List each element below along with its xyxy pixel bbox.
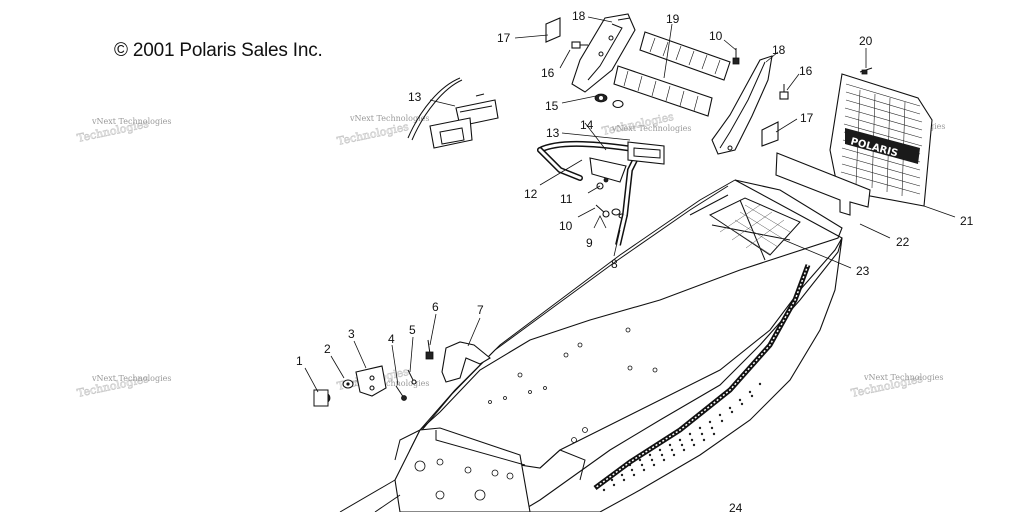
svg-text:vNext Technologies: vNext Technologies xyxy=(611,124,691,133)
watermark-3: Technologies vNext Technologies xyxy=(601,110,692,139)
svg-text:Technologies: Technologies xyxy=(336,120,410,148)
svg-text:vNext Technologies: vNext Technologies xyxy=(349,379,429,388)
screw-10-mid xyxy=(595,204,610,218)
callout-13-left: 13 xyxy=(408,90,422,104)
front-small-parts xyxy=(313,339,491,407)
callout-10-top: 10 xyxy=(709,29,723,43)
tunnel-chassis xyxy=(339,179,843,512)
bumper-rails xyxy=(613,31,731,117)
svg-text:vNext Technologies: vNext Technologies xyxy=(863,373,943,382)
nut-15 xyxy=(594,93,608,103)
side-perforations xyxy=(602,382,762,492)
svg-text:vNext Technologies: vNext Technologies xyxy=(349,114,429,123)
callout-8: 8 xyxy=(611,257,618,271)
callout-2: 2 xyxy=(324,342,331,356)
screw-4 xyxy=(395,385,407,401)
screw-5 xyxy=(407,369,417,385)
callout-16-right: 16 xyxy=(799,64,813,78)
screw-10-top xyxy=(732,48,740,65)
watermark-5: Technologies vNext Technologies xyxy=(76,372,172,401)
callout-7: 7 xyxy=(477,303,484,317)
bolt-16-right xyxy=(779,84,789,100)
callout-17-right: 17 xyxy=(800,111,814,125)
callout-18-left: 18 xyxy=(572,9,586,23)
grab-handle xyxy=(537,140,665,246)
callout-3: 3 xyxy=(348,327,355,341)
washer-15b xyxy=(612,99,624,109)
nut-11 xyxy=(596,177,609,190)
rear-bumper-right-end xyxy=(711,55,773,155)
callout-10-mid: 10 xyxy=(559,219,573,233)
svg-text:vNext Technologies: vNext Technologies xyxy=(91,117,171,126)
callout-13-mid: 13 xyxy=(546,126,560,140)
bracket-3 xyxy=(355,365,387,397)
callout-17-left: 17 xyxy=(497,31,511,45)
callout-18-right: 18 xyxy=(772,43,786,57)
callout-12: 12 xyxy=(524,187,538,201)
screw-6 xyxy=(425,339,434,360)
bolt-16-left xyxy=(571,41,588,49)
callout-24: 24 xyxy=(729,501,743,512)
flap-bracket xyxy=(775,152,871,216)
svg-text:vNext Technologies: vNext Technologies xyxy=(91,374,171,383)
rear-bumper-left-end xyxy=(571,13,636,93)
decal-17-right xyxy=(761,121,779,147)
watermark-1: Technologies vNext Technologies xyxy=(76,117,172,146)
callout-9: 9 xyxy=(586,236,593,250)
callout-22: 22 xyxy=(896,235,910,249)
decal-17-left xyxy=(545,17,561,43)
callout-1: 1 xyxy=(296,354,303,368)
callout-20: 20 xyxy=(859,34,873,48)
callout-6: 6 xyxy=(432,300,439,314)
callout-16-left: 16 xyxy=(541,66,555,80)
callout-4: 4 xyxy=(388,332,395,346)
snow-flap: POLARIS xyxy=(829,73,933,207)
callout-14: 14 xyxy=(580,118,594,132)
callout-23: 23 xyxy=(856,264,870,278)
callout-11: 11 xyxy=(560,192,573,206)
callout-numbers: 1 2 3 4 5 6 7 8 9 10 10 11 12 13 13 14 1… xyxy=(296,9,974,512)
callout-5: 5 xyxy=(409,323,416,337)
callout-19: 19 xyxy=(666,12,680,26)
watermark-2: Technologies vNext Technologies xyxy=(336,114,430,148)
copyright-text: © 2001 Polaris Sales Inc. xyxy=(114,40,323,61)
screw-20 xyxy=(859,67,873,75)
taillight-assembly xyxy=(407,77,499,149)
fasteners xyxy=(571,41,873,219)
grommet-2 xyxy=(342,379,354,389)
bumper-pad-1 xyxy=(313,389,331,407)
callout-21: 21 xyxy=(960,214,974,228)
bracket-7 xyxy=(441,341,491,383)
leader-lines xyxy=(304,16,956,393)
callout-15: 15 xyxy=(545,99,559,113)
